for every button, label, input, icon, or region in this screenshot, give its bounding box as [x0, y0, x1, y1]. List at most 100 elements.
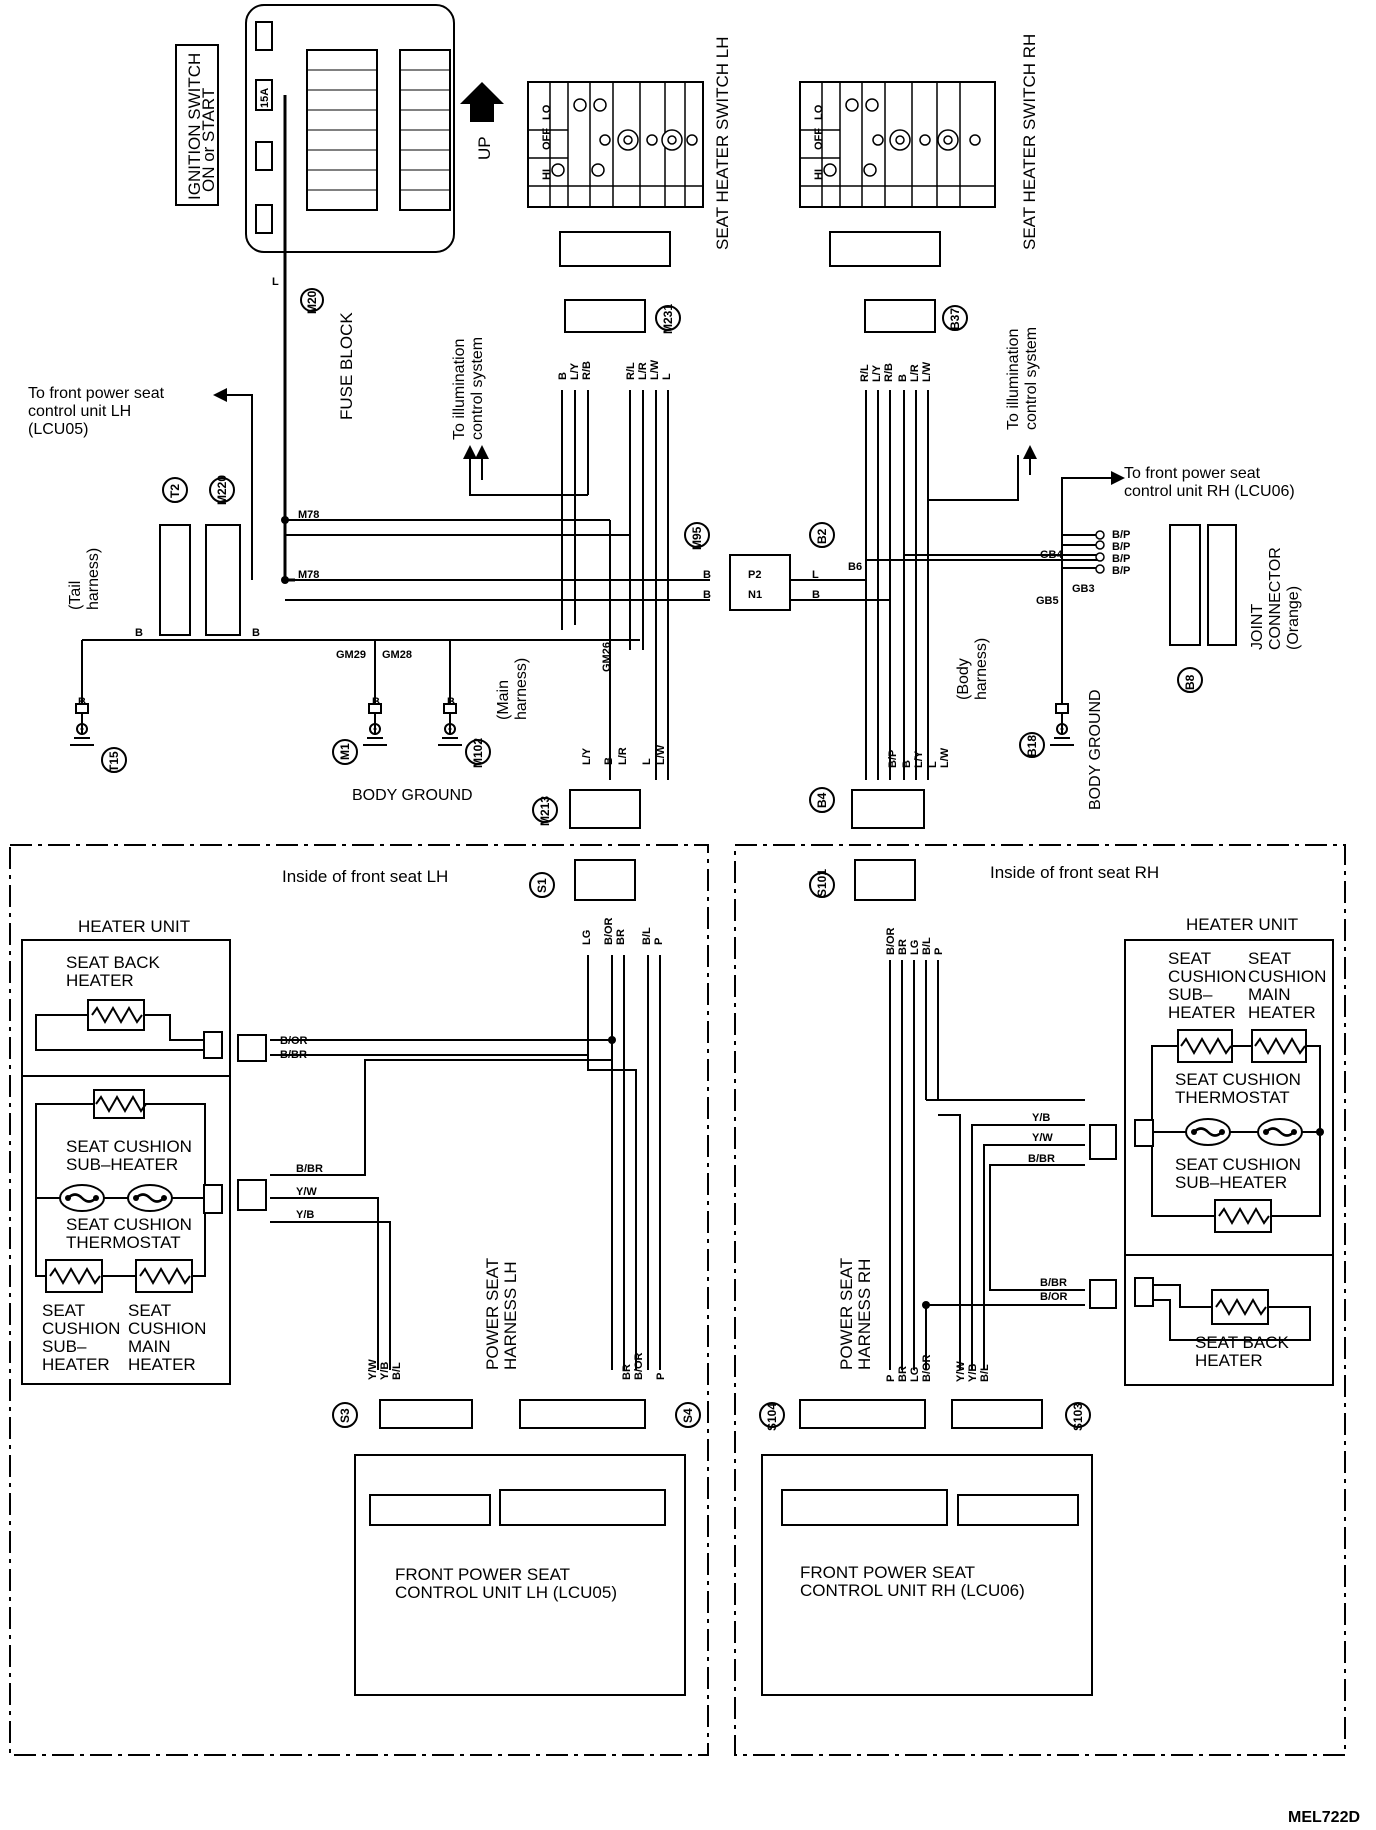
rh-cushion-sub-line2: CUSHION [1168, 967, 1246, 986]
switch-lh-wires [469, 390, 669, 780]
lh-back-heater-terminal [203, 1031, 223, 1059]
lh-back-wire-1: B/OR [280, 1035, 308, 1047]
figure-code: MEL722D [1288, 1809, 1360, 1826]
junction-gb5: GB5 [1036, 595, 1059, 607]
m102-tag [465, 739, 491, 765]
lh-back-heater-line1: SEAT BACK [66, 953, 161, 972]
switch-lh-lo: LO [541, 104, 553, 120]
t2-label: T2 [168, 484, 182, 498]
wire-label-power: L [272, 276, 279, 288]
b37-wire-4: B [897, 374, 909, 382]
s101-wire-4: B/L [921, 937, 933, 955]
s104-wire-4: B/OR [921, 1354, 933, 1382]
bus-wires-rh [790, 554, 1100, 735]
m20-tag [300, 288, 324, 312]
s104-wire-1: P [885, 1375, 897, 1382]
switch-lh-contacts [551, 98, 698, 177]
lh-thermostat-line2: THERMOSTAT [66, 1233, 181, 1252]
joint-connector-line2: CONNECTOR [1267, 547, 1284, 650]
to-lcu05-wire [213, 388, 253, 580]
rh-thermostat-line2: THERMOSTAT [1175, 1088, 1290, 1107]
lh-heater-unit-label: HEATER UNIT [78, 917, 190, 936]
s101-tag [809, 872, 835, 898]
lh-cushion-wire-3: Y/B [296, 1209, 314, 1221]
b18-label: B18 [1025, 735, 1039, 757]
ground-icon-m102 [437, 703, 463, 746]
switch-rh-wires [865, 390, 1019, 780]
ground-wire-b2: B [252, 627, 260, 639]
lh-back-heater-line2: HEATER [66, 971, 134, 990]
s103-connector [951, 1399, 1043, 1429]
lh-cushion-main-line1: SEAT [128, 1301, 171, 1320]
rh-seat-wires [889, 960, 1085, 1370]
rh-back-heater-line2: HEATER [1195, 1351, 1263, 1370]
s3-tag [332, 1402, 358, 1428]
to-lcu05-line2: control unit LH [28, 403, 131, 420]
junction-m78-a: M78 [298, 509, 319, 521]
b37-label: B37 [948, 308, 962, 330]
t15-label: T15 [107, 751, 121, 772]
lh-cushion-wire-2: Y/W [296, 1186, 317, 1198]
s4-connector [519, 1399, 646, 1429]
rh-back-heater-circuit-2 [1152, 1299, 1311, 1341]
m213-wire-4: L [641, 758, 653, 765]
lh-back-heater-circuit [35, 1014, 205, 1051]
ground-icon-t15 [69, 703, 95, 746]
rh-back-heater-line1: SEAT BACK [1195, 1333, 1290, 1352]
m231-tag [655, 305, 681, 331]
ground-icon-m1 [362, 703, 388, 746]
s1-wire-4: B/L [641, 927, 653, 945]
joint-connector-line1: JOINT [1249, 604, 1266, 650]
lh-control-unit-plug-b [499, 1489, 666, 1526]
m231-wire-6: L/W [649, 359, 661, 380]
switch-rh-plug [829, 231, 941, 267]
s103-label: S103 [1071, 1403, 1085, 1431]
s3-wire-1: Y/W [367, 1359, 379, 1380]
rh-cushion-wire-2: Y/W [1032, 1132, 1053, 1144]
rh-cushion-main-line1: SEAT [1248, 949, 1291, 968]
seat-heater-switch-rh [799, 81, 996, 208]
switch-rh-label: SEAT HEATER SWITCH RH [1020, 34, 1039, 250]
lh-back-heater-circuit-2 [144, 1014, 205, 1041]
switch-lh-plug [559, 231, 671, 267]
b37-wire-1: R/L [859, 364, 871, 382]
joint-wire-1: B/P [1112, 529, 1130, 541]
bus-l-right: L [812, 569, 819, 581]
lh-cushion-sub2-line2: CUSHION [42, 1319, 120, 1338]
switch-rh-contacts [823, 98, 981, 177]
ground-wire-b3: B [78, 696, 86, 708]
junction-dot-1 [281, 516, 289, 524]
lh-thermostat-icon-1 [58, 1183, 106, 1213]
lh-harness-line2: HARNESS LH [501, 1261, 520, 1370]
b4-wire-1: B/P [887, 750, 899, 768]
s101-wire-1: B/OR [885, 927, 897, 955]
m213-wire-3: L/R [617, 747, 629, 765]
m220-connector [205, 524, 241, 636]
switch-rh-lo: LO [813, 104, 825, 120]
rh-cushion-plug [1089, 1124, 1117, 1160]
illum-rh-line1: To illumination [1005, 329, 1022, 430]
s4-wire-1: BR [621, 1364, 633, 1380]
ground-wire-b1: B [135, 627, 143, 639]
junction-gm28: GM28 [382, 649, 412, 661]
rh-cushion-sub-line3: SUB– [1168, 985, 1213, 1004]
illum-lh-line2: control system [469, 337, 486, 440]
s101-wire-5: P [933, 948, 945, 955]
junction-m78-b: M78 [298, 569, 319, 581]
fuse-slot-lines [307, 69, 450, 191]
b8-label: B8 [1183, 674, 1197, 690]
joint-connector-wires [1061, 534, 1100, 590]
b4-wire-2: B [901, 760, 913, 768]
m213-label: M213 [538, 796, 552, 826]
s1-tag [529, 872, 555, 898]
s104-wire-2: BR [897, 1366, 909, 1382]
m20-label: M20 [305, 290, 319, 314]
switch-lh-label: SEAT HEATER SWITCH LH [713, 37, 732, 250]
s101-wire-2: BR [897, 939, 909, 955]
m95-tag [684, 522, 710, 548]
lh-harness-line1: POWER SEAT [483, 1258, 502, 1370]
rh-cushion-main-line4: HEATER [1248, 1003, 1316, 1022]
rh-cushion-sub-line1: SEAT [1168, 949, 1211, 968]
junction-gm26: GM26 [601, 642, 613, 672]
lh-cushion-sub2-line3: SUB– [42, 1337, 87, 1356]
